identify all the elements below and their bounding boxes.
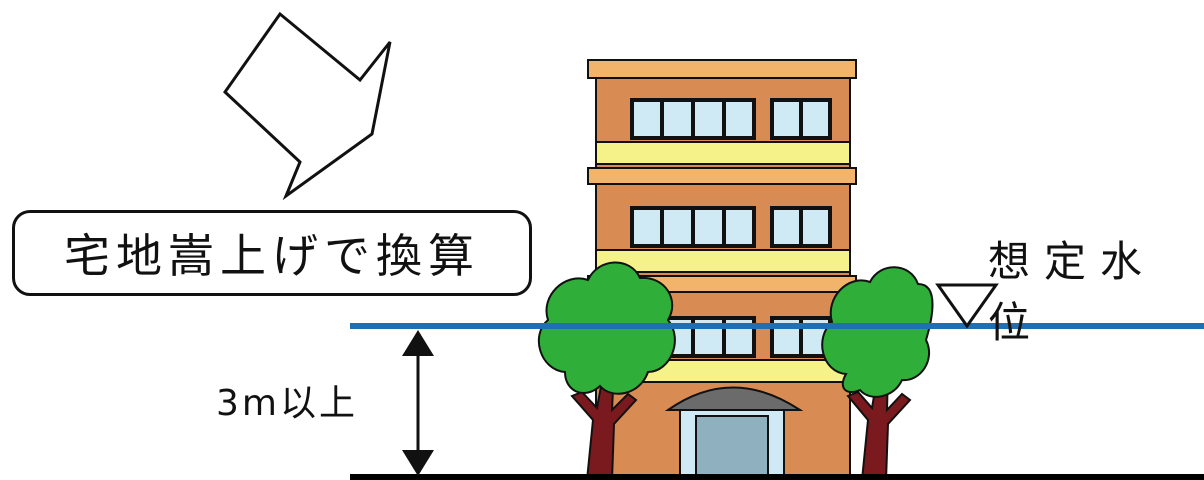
height-arrow <box>402 330 434 476</box>
callout-label: 宅地嵩上げで換算 <box>64 229 480 283</box>
down-arrow-icon <box>223 11 392 201</box>
callout-box: 宅地嵩上げで換算 <box>12 210 532 296</box>
water-level-marker-icon <box>935 283 999 329</box>
height-label: 3m以上 <box>216 383 358 424</box>
water-level-label: 想定水位 <box>988 237 1157 347</box>
tree-right <box>821 266 934 480</box>
